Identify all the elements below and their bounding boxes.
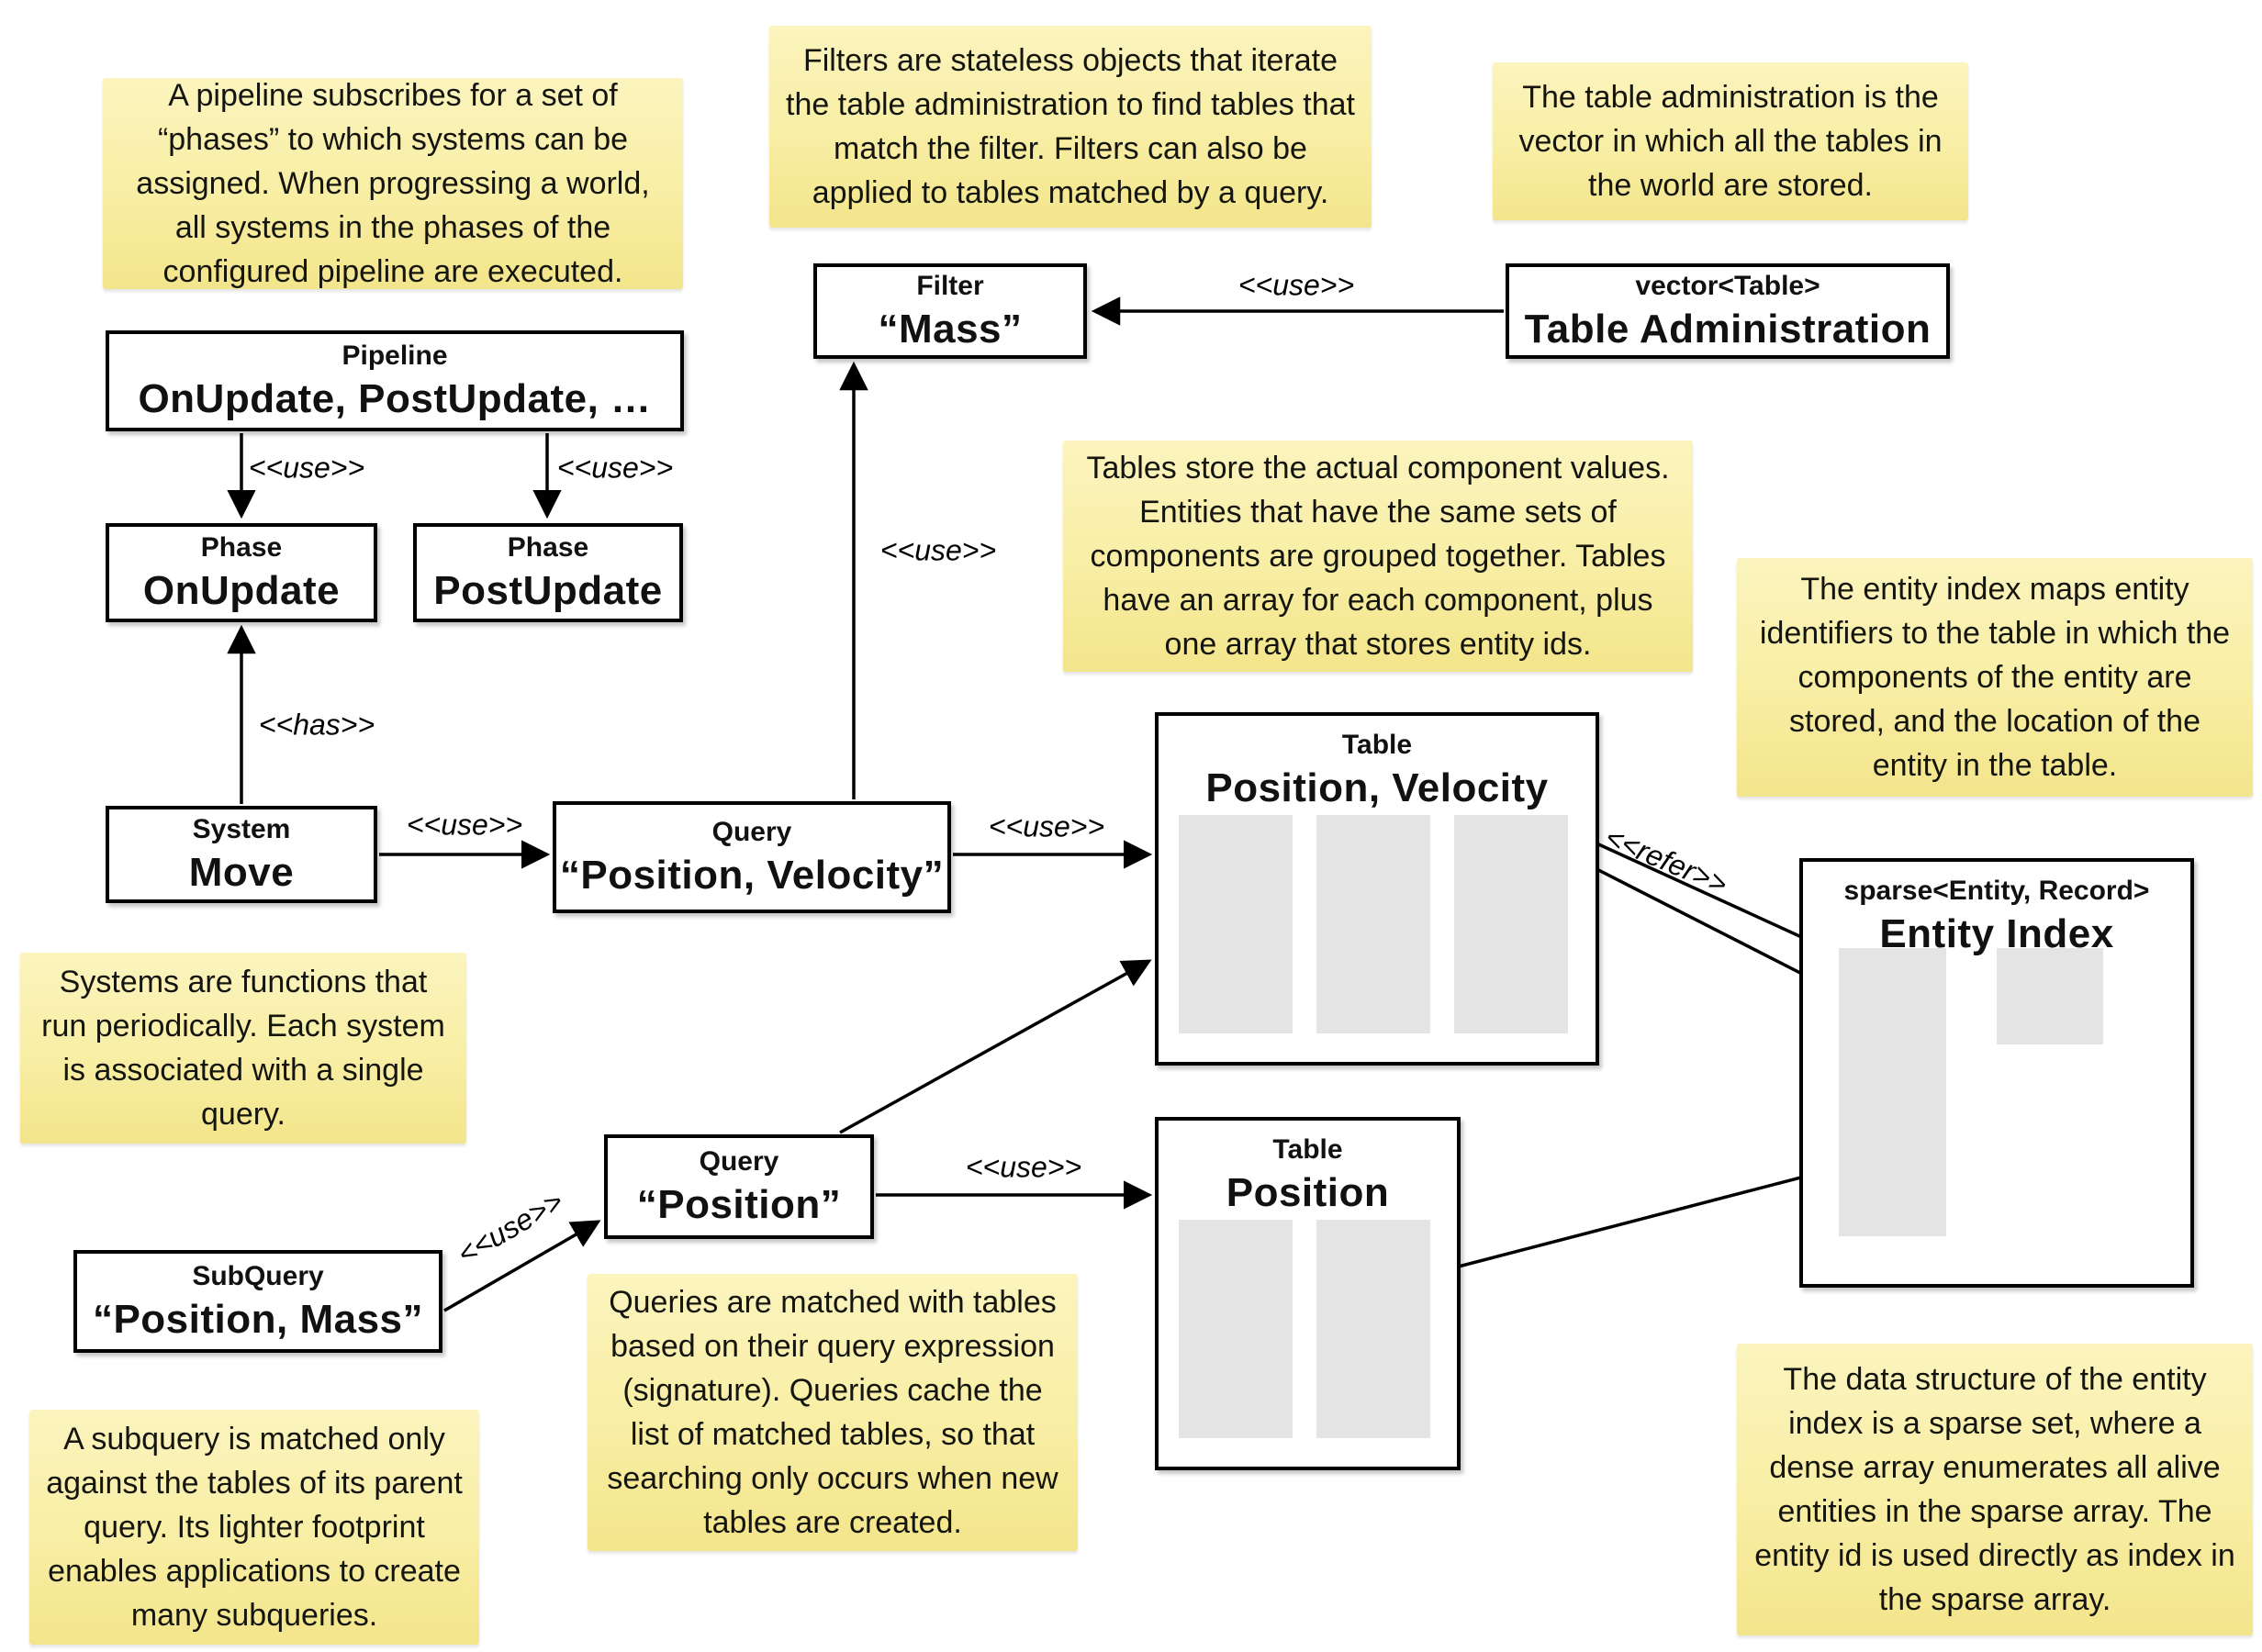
note-filters-text: Filters are stateless objects that itera… [786,43,1355,210]
note-pipeline: A pipeline subscribes for a set of “phas… [103,78,683,289]
node-table-position-name: Position [1226,1170,1390,1215]
edge-label-use-query-filter: <<use>> [879,533,997,567]
node-pipeline-type: Pipeline [342,340,448,371]
node-query-position-velocity-name: “Position, Velocity” [559,853,945,898]
node-phase-onupdate-name: OnUpdate [142,568,341,613]
entity-index-dense-array [1997,948,2103,1044]
note-queries: Queries are matched with tables based on… [588,1274,1078,1551]
node-phase-postupdate-name: PostUpdate [433,568,663,613]
node-table-position-velocity-name: Position, Velocity [1205,765,1549,810]
table-pv-column-3 [1454,815,1568,1033]
edge-label-use-pipeline-postupdate: <<use>> [556,451,674,485]
note-systems: Systems are functions that run periodica… [20,953,466,1144]
edge-label-use-query-table-p: <<use>> [965,1150,1082,1184]
edge-label-use-tableadmin-filter: <<use>> [1237,268,1355,302]
edge-label-has-system-phase: <<has>> [258,708,375,742]
node-subquery-position-mass-name: “Position, Mass” [92,1297,424,1342]
note-systems-text: Systems are functions that run periodica… [41,965,445,1132]
node-query-position-name: “Position” [636,1182,842,1227]
node-subquery-position-mass: SubQuery “Position, Mass” [73,1250,442,1353]
note-sparse-set: The data structure of the entity index i… [1737,1344,2253,1635]
table-p-column-2 [1316,1220,1430,1438]
node-filter-mass-type: Filter [916,271,984,301]
node-table-position-type: Table [1272,1134,1343,1165]
node-query-position-type: Query [699,1146,779,1177]
note-table-administration: The table administration is the vector i… [1493,62,1968,220]
arrow-entity-refer-table-pv-2 [1558,849,1841,995]
node-table-administration-name: Table Administration [1524,307,1932,352]
node-query-position: Query “Position” [604,1134,874,1239]
edge-label-use-system-query: <<use>> [406,808,523,842]
node-table-administration: vector<Table> Table Administration [1506,263,1950,359]
note-filters: Filters are stateless objects that itera… [769,26,1372,228]
arrow-entity-refer-table-pv-1 [1558,824,1841,956]
table-pv-column-2 [1316,815,1430,1033]
node-filter-mass-name: “Mass” [878,307,1023,352]
node-phase-onupdate: Phase OnUpdate [106,523,377,622]
node-table-position-velocity-type: Table [1341,730,1413,760]
note-table-administration-text: The table administration is the vector i… [1518,80,1943,203]
note-tables-text: Tables store the actual component values… [1086,451,1670,662]
node-entity-index-type: sparse<Entity, Record> [1843,876,2150,906]
node-query-position-velocity: Query “Position, Velocity” [553,801,951,913]
node-system-move-name: Move [188,850,295,895]
arrow-entity-to-table-p [1425,1166,1841,1282]
node-phase-postupdate: Phase PostUpdate [413,523,683,622]
note-queries-text: Queries are matched with tables based on… [607,1285,1058,1540]
table-pv-column-1 [1179,815,1293,1033]
note-subquery: A subquery is matched only against the t… [29,1410,479,1645]
note-subquery-text: A subquery is matched only against the t… [46,1422,463,1633]
table-p-column-1 [1179,1220,1293,1438]
node-subquery-position-mass-type: SubQuery [192,1261,324,1291]
note-tables: Tables store the actual component values… [1063,441,1693,672]
node-filter-mass: Filter “Mass” [813,263,1087,359]
note-entity-index-text: The entity index maps entity identifiers… [1759,572,2231,783]
note-pipeline-text: A pipeline subscribes for a set of “phas… [136,78,650,289]
node-phase-onupdate-type: Phase [200,532,283,563]
node-query-position-velocity-type: Query [711,817,792,847]
node-pipeline: Pipeline OnUpdate, PostUpdate, … [106,330,684,431]
node-phase-postupdate-type: Phase [507,532,589,563]
note-sparse-set-text: The data structure of the entity index i… [1754,1362,2235,1617]
edge-label-use-pipeline-onupdate: <<use>> [248,451,365,485]
note-entity-index: The entity index maps entity identifiers… [1737,558,2253,797]
node-table-administration-type: vector<Table> [1635,271,1820,301]
node-pipeline-name: OnUpdate, PostUpdate, … [138,376,652,421]
arrow-subquery-use-query [443,1220,601,1312]
node-system-move-type: System [192,814,291,844]
arrow-query-position-to-table-pv [839,959,1152,1134]
node-system-move: System Move [106,806,377,903]
edge-label-use-query-table-pv: <<use>> [988,809,1105,843]
entity-index-sparse-array [1839,948,1946,1236]
